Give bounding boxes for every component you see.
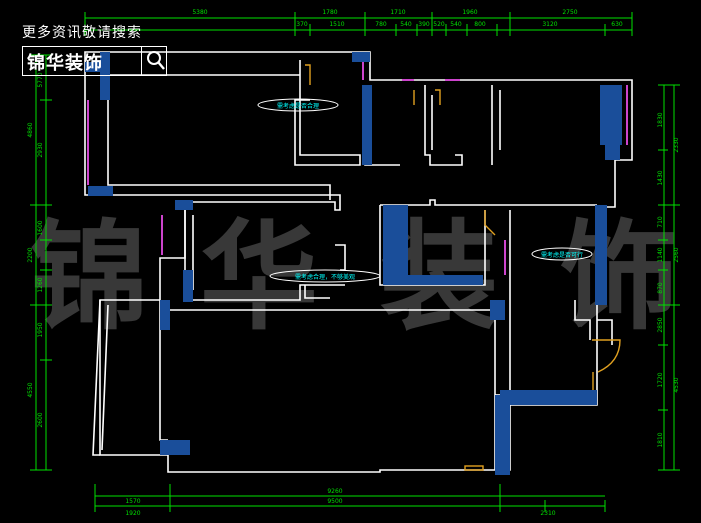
dimension-texts-vertical: 5770 4860 2930 2200 1600 1260 1950 4550 …: [27, 72, 680, 447]
dim-top-3: 1710: [390, 9, 405, 16]
column-9: [383, 205, 408, 280]
dim-top-i6: 520: [433, 21, 445, 28]
watermark-char-4: 饰: [560, 207, 678, 346]
dim-top-4: 1960: [462, 9, 477, 16]
column-2: [85, 62, 110, 72]
column-6: [605, 145, 620, 160]
dim-bottom-1: 1920: [125, 510, 140, 517]
annotations: 需考虑是否合理 需考虑合理，不够美观 需考虑是否可行: [257, 98, 593, 283]
dim-right-5: 2560: [673, 247, 680, 262]
dim-left-7: 1950: [37, 322, 44, 337]
dim-top-i4: 540: [400, 21, 412, 28]
column-4: [362, 85, 372, 165]
note-1: 需考虑是否合理: [277, 102, 319, 110]
watermark: 锦 华 装 饰: [30, 207, 678, 346]
door-5: [592, 339, 621, 373]
doors: [305, 64, 621, 471]
dim-top-i2: 1510: [329, 21, 344, 28]
dim-right-10: 4530: [673, 377, 680, 392]
dim-top-i3: 780: [375, 21, 387, 28]
dim-right-3: 1430: [657, 170, 664, 185]
note-3: 需考虑是否可行: [541, 251, 583, 259]
column-14: [490, 300, 505, 320]
dim-right-2: 2330: [673, 137, 680, 152]
dim-right-8: 2850: [657, 317, 664, 332]
dim-bottom-i1: 1570: [125, 498, 140, 505]
column-15: [500, 390, 597, 405]
windows: [87, 62, 628, 275]
column-3: [352, 52, 370, 62]
dimension-lines: [30, 12, 680, 512]
column-11: [595, 205, 607, 305]
dim-right-9: 1720: [657, 372, 664, 387]
column-5: [600, 85, 622, 145]
brand-divider: [141, 47, 142, 75]
header-caption: 更多资讯敬请搜索: [22, 25, 142, 41]
column-13: [160, 440, 190, 455]
column-16: [495, 395, 510, 475]
columns: [85, 52, 622, 475]
watermark-char-2: 华: [200, 207, 318, 346]
door-4: [484, 210, 496, 236]
door-1: [305, 64, 311, 85]
note-cloud-1: [257, 98, 339, 112]
dim-left-2: 4860: [27, 122, 34, 137]
dim-left-5: 1600: [37, 220, 44, 235]
column-7: [175, 200, 193, 210]
column-8: [183, 270, 193, 302]
dimension-texts: 5380 1780 1710 1960 2750 370 1510 780 54…: [125, 9, 623, 517]
dim-top-i5: 390: [418, 21, 430, 28]
dim-bottom-3: 2310: [540, 510, 555, 517]
dim-left-9: 2600: [37, 412, 44, 427]
dim-top-1: 5380: [192, 9, 207, 16]
column-1: [100, 52, 110, 100]
dim-top-i1: 370: [296, 21, 308, 28]
brand-name: 锦华装饰: [27, 53, 103, 74]
door-3: [435, 89, 441, 105]
dim-right-7: 870: [657, 282, 664, 294]
note-cloud-2: [269, 269, 381, 283]
dim-top-i8: 800: [474, 21, 486, 28]
column-17: [88, 186, 113, 196]
note-cloud-3: [531, 247, 593, 261]
dim-left-6: 1260: [37, 277, 44, 292]
door-7: [464, 465, 484, 471]
dim-left-4: 2200: [27, 247, 34, 262]
dim-right-1: 1830: [657, 112, 664, 127]
dim-top-i9: 3120: [542, 21, 557, 28]
dim-left-3: 2930: [37, 142, 44, 157]
dim-bottom-i2: 9260: [327, 488, 342, 495]
dim-bottom-2: 9500: [327, 498, 342, 505]
note-2: 需考虑合理，不够美观: [295, 273, 355, 281]
brand-box[interactable]: 锦华装饰: [22, 46, 167, 76]
watermark-char-1: 锦: [30, 207, 148, 346]
outer-wall: [84, 51, 633, 473]
dim-top-5: 2750: [562, 9, 577, 16]
magnifier-icon[interactable]: [146, 49, 166, 73]
dim-left-1: 5770: [37, 72, 44, 87]
dim-right-4: 710: [657, 216, 664, 228]
dim-top-i7: 540: [450, 21, 462, 28]
dim-left-8: 4550: [27, 382, 34, 397]
dim-right-6: 1140: [657, 247, 664, 262]
dim-top-i10: 630: [611, 21, 623, 28]
column-12: [160, 300, 170, 330]
dim-top-2: 1780: [322, 9, 337, 16]
column-10: [383, 275, 483, 285]
dim-right-11: 1810: [657, 432, 664, 447]
